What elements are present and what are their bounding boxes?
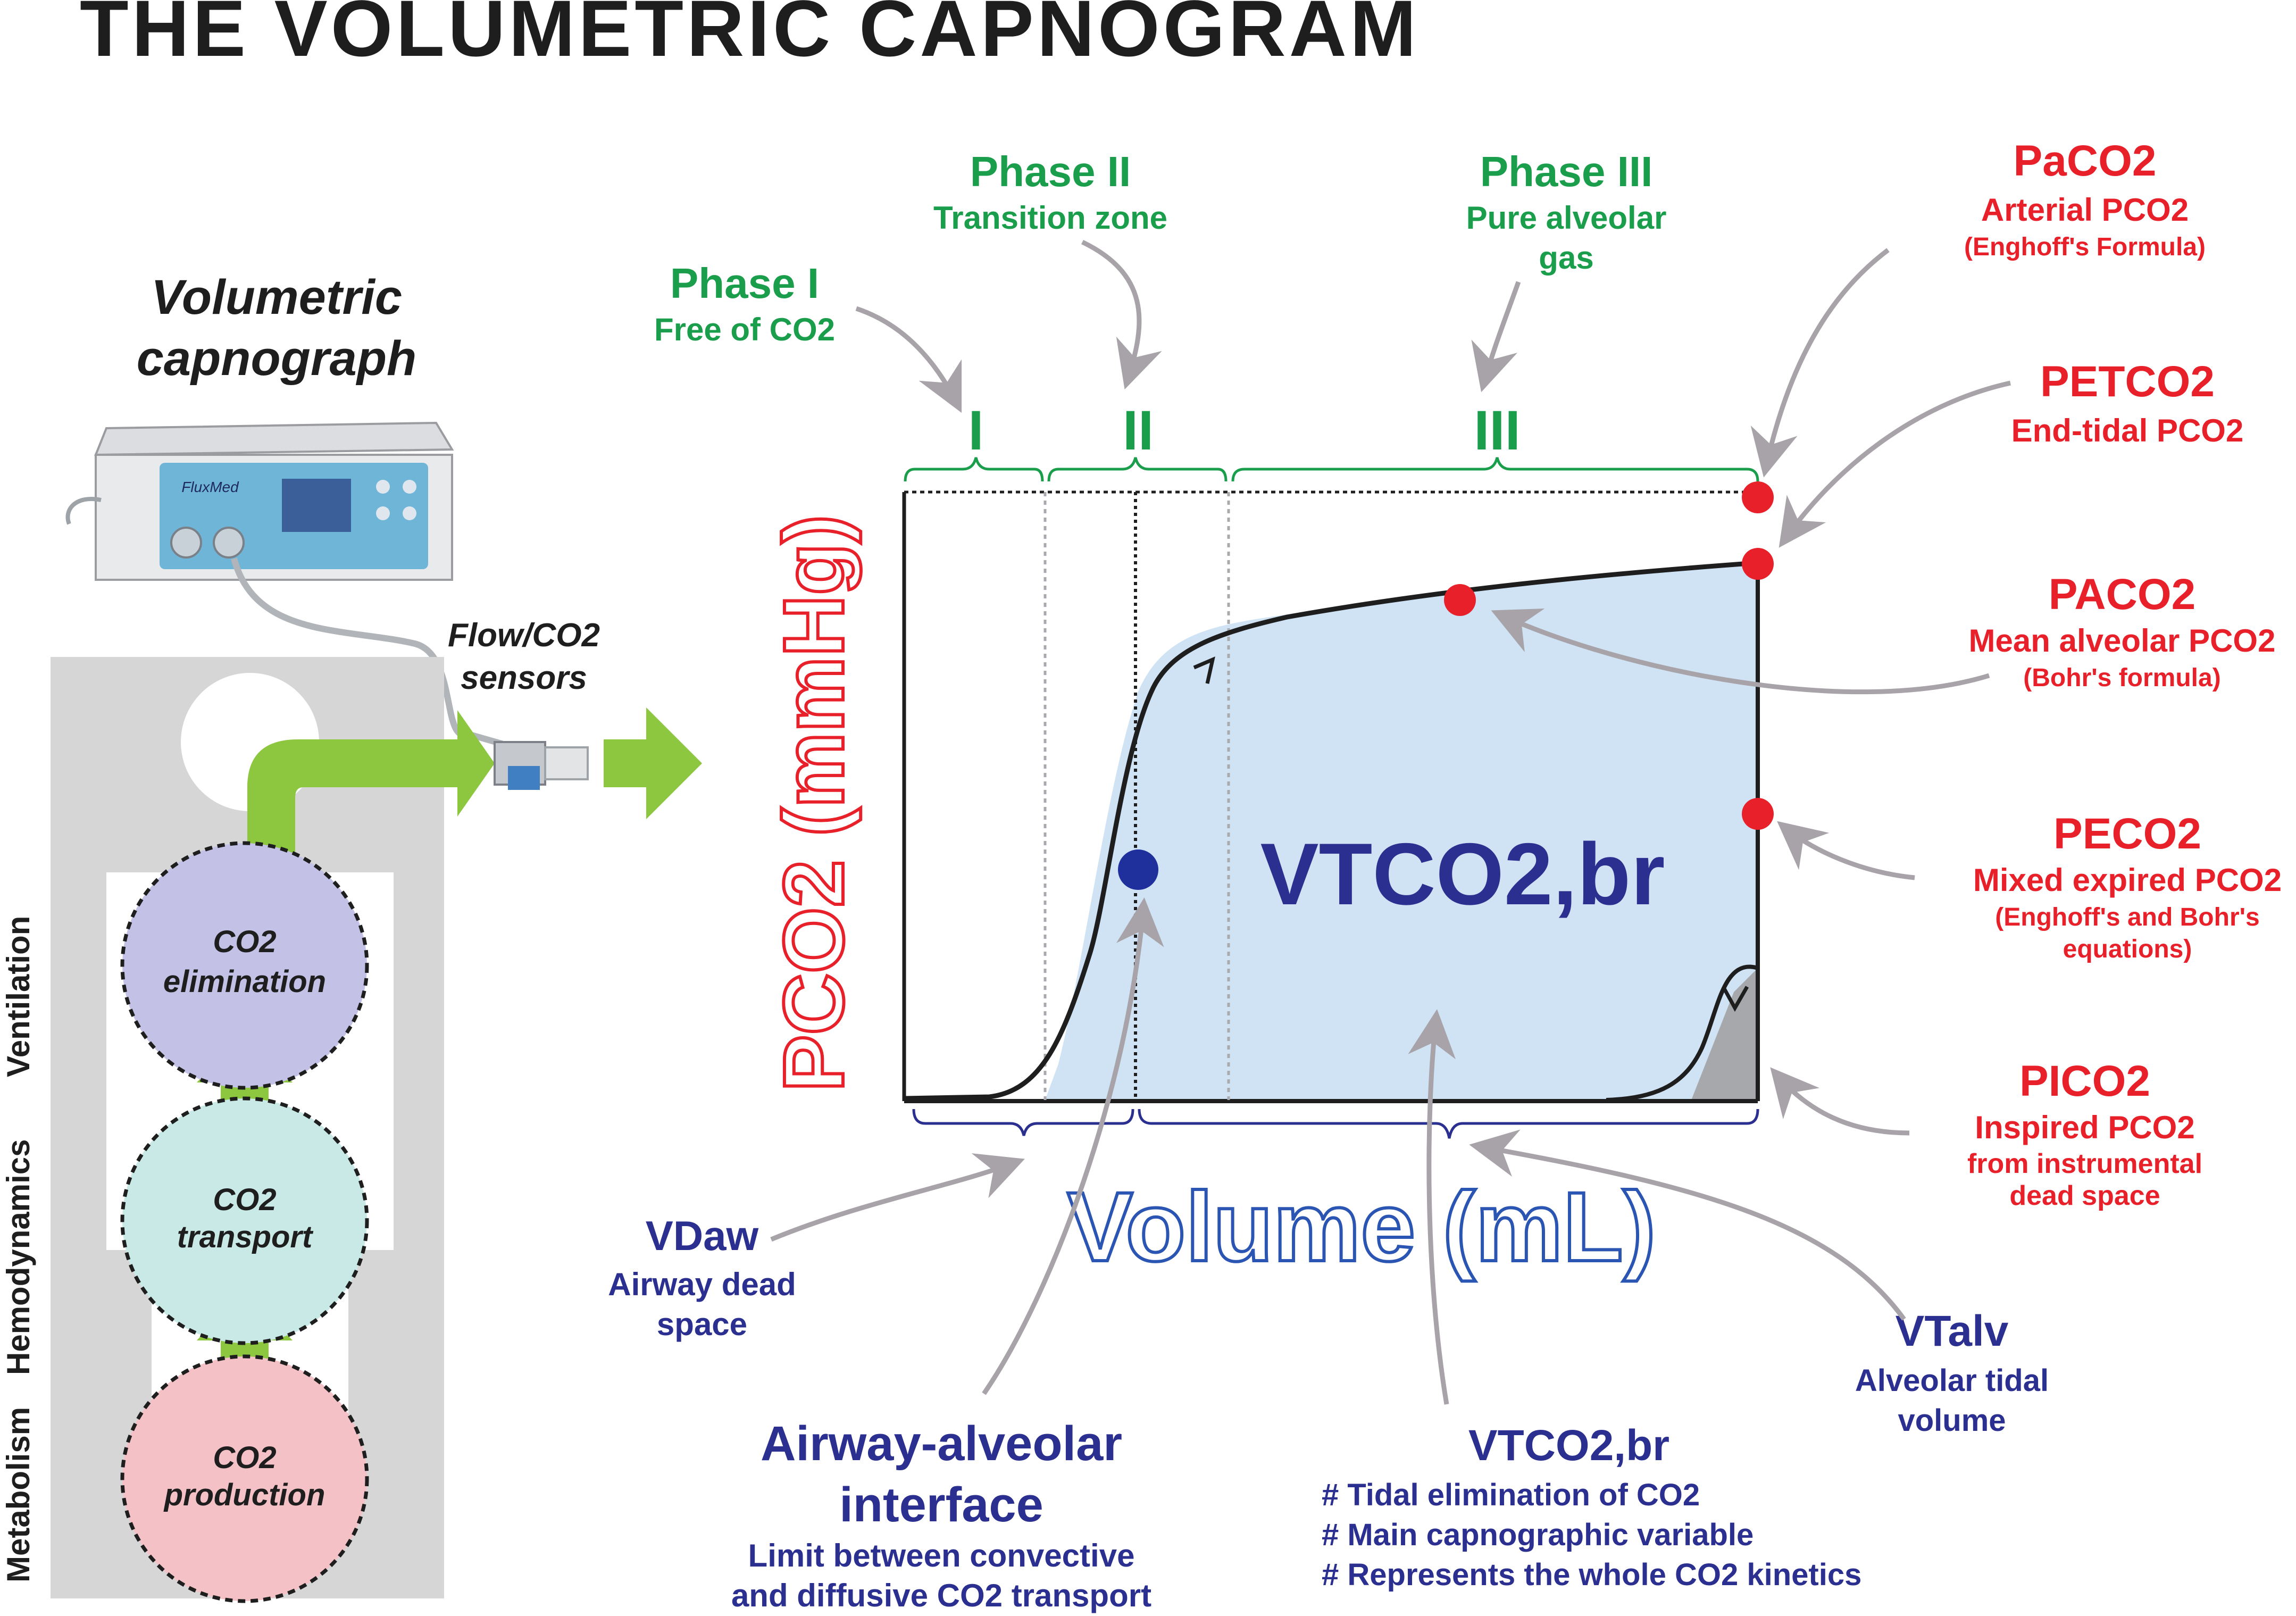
phase-1-subtitle: Free of CO2 [654,312,835,347]
interface-desc-line1: Limit between convective [748,1538,1135,1573]
volume-braces [912,1109,1759,1139]
phase-3-numeral: III [1474,399,1521,462]
vdaw-desc-line1: Airway dead [608,1267,796,1302]
phase-1-title: Phase I [670,260,819,307]
pico2-name: PICO2 [2019,1057,2150,1105]
co2-transport-line2: transport [177,1220,314,1254]
co2-production-circle [120,1354,369,1603]
arrow-paco2 [1750,248,1890,478]
arrow-vtco2 [1408,1009,1456,1405]
phase-3-title: Phase III [1480,148,1653,195]
vtco2-item-1: # Tidal elimination of CO2 [1322,1478,1700,1512]
pico2-note-line1: from instrumental [1967,1148,2202,1179]
paco2-alveolar-point [1444,584,1476,616]
vdaw-name: VDaw [646,1212,759,1259]
paco2-desc: Arterial PCO2 [1981,192,2189,228]
phase-2-numeral: II [1123,399,1154,462]
pico2-desc: Inspired PCO2 [1975,1110,2194,1145]
peco2-point [1742,798,1774,830]
vtco2-area [1045,564,1758,1100]
sensors-label-line2: sensors [461,660,587,696]
arrow-petco2 [1779,380,2011,548]
interface-title-line1: Airway-alveolar [761,1417,1122,1471]
co2-production-line1: CO2 [213,1440,276,1475]
peco2-note-line2: equations) [2063,935,2192,963]
co2-transport-line1: CO2 [213,1182,276,1217]
phase-braces [904,457,1759,482]
vtalv-name: VTalv [1896,1307,2009,1355]
phase-1-numeral: I [968,399,983,462]
arrow-phase1 [855,306,962,413]
petco2-desc: End-tidal PCO2 [2011,413,2244,448]
arrow-vtalv [1469,1129,1906,1321]
y-axis-label: PCO2 (mmHg) [766,515,861,1092]
capnogram-curve [904,560,1758,1101]
peco2-name: PECO2 [2053,810,2201,858]
flow-co2-sensor [494,741,589,790]
device-label-line2: capnograph [137,331,416,386]
co2-elimination-line2: elimination [163,964,326,999]
co2-transport-circle [120,1096,369,1345]
sensors-label-line1: Flow/CO2 [448,617,600,654]
side-label-ventilation: Ventilation [1,916,36,1077]
paco2-name: PaCO2 [2014,137,2157,185]
vdaw-desc-line2: space [657,1306,747,1342]
curve-direction-arrow-up [1193,656,1215,684]
phase-3-subtitle-line2: gas [1539,240,1593,276]
pAco2-note: (Bohr's formula) [2023,664,2220,692]
peco2-desc: Mixed expired PCO2 [1973,862,2282,898]
peco2-note-line1: (Enghoff's and Bohr's [1995,903,2259,931]
curve-direction-arrow-down [1721,986,1749,1012]
device-brand: FluxMed [181,479,239,495]
interface-title-line2: interface [839,1478,1043,1532]
co2-elimination-circle [120,841,369,1090]
vtco2-item-2: # Main capnographic variable [1322,1518,1754,1552]
ventilation-arrow [247,710,495,888]
petco2-point [1742,548,1774,580]
vtco2-item-3: # Represents the whole CO2 kinetics [1322,1557,1861,1592]
leader-arrows [770,239,2011,1405]
device-cable [65,497,102,525]
x-axis-label: Volume (mL) [1067,1172,1656,1282]
phase-2-title: Phase II [970,148,1131,195]
arrow-phase3 [1471,281,1521,393]
arrow-phase2 [1081,239,1162,390]
co2-production-line2: production [163,1478,325,1512]
phase-2-subtitle: Transition zone [933,200,1167,236]
pAco2-name: PACO2 [2049,570,2195,619]
pAco2-desc: Mean alveolar PCO2 [1969,623,2276,659]
arrow-peco2 [1777,821,1915,880]
co2-elimination-line1: CO2 [213,924,276,959]
expiration-return-curve [1606,964,1759,1102]
side-label-hemodynamics: Hemodynamics [1,1139,36,1376]
arrow-interface [982,897,1164,1395]
paco2-point [1742,481,1774,513]
vtalv-desc-line2: volume [1898,1403,2006,1438]
vtalv-desc-line1: Alveolar tidal [1855,1363,2049,1398]
paco2-note: (Enghoff's Formula) [1964,233,2206,261]
instrumental-dead-space-area [1691,968,1758,1100]
side-label-metabolism: Metabolism [1,1407,36,1582]
pico2-note-line2: dead space [2009,1180,2160,1211]
phase-3-subtitle-line1: Pure alveolar [1466,200,1667,236]
arrow-vdaw [770,1153,1025,1242]
petco2-name: PETCO2 [2040,357,2215,406]
capnograph-device: FluxMed [94,421,454,581]
vtco2-name: VTCO2,br [1468,1421,1669,1470]
figure-title: THE VOLUMETRIC CAPNOGRAM [80,0,1420,73]
outflow-arrow [604,707,702,819]
arrow-pico2 [1770,1067,1910,1136]
interface-desc-line2: and diffusive CO2 transport [731,1578,1151,1613]
sensor-tube [231,557,506,748]
vtco2-area-label: VTCO2,br [1260,825,1665,923]
arrow-paco2-alveolar [1491,608,1990,695]
interface-point [1118,849,1158,890]
device-label-line1: Volumetric [151,270,402,324]
